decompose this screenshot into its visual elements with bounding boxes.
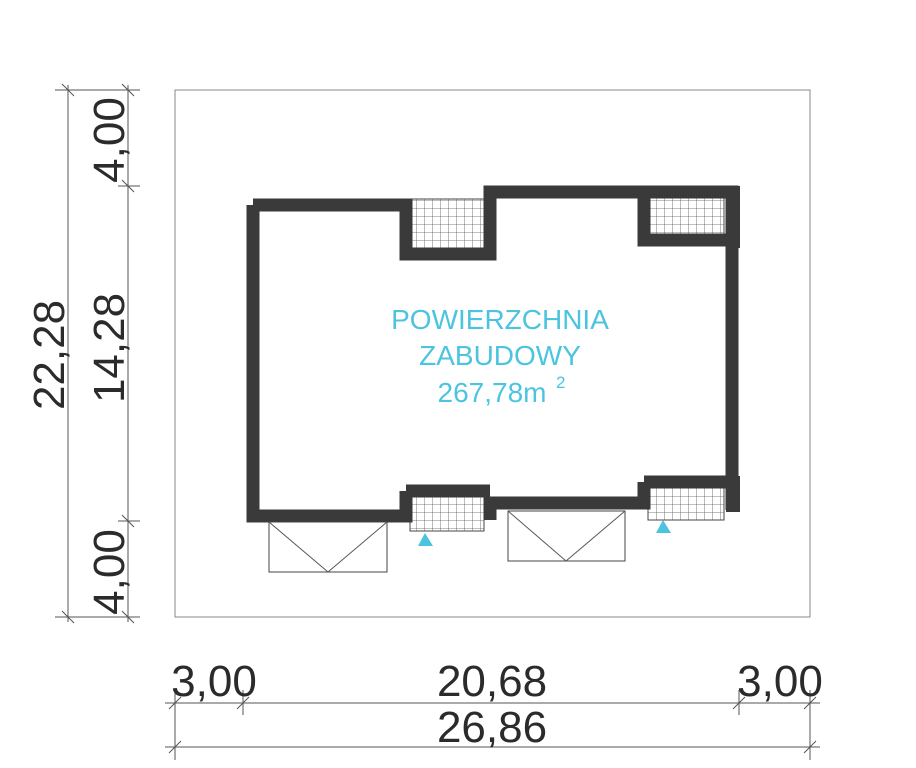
area-label-line1: POWIERZCHNIA (391, 304, 609, 335)
area-unit-superscript: 2 (556, 373, 565, 392)
vertical-dimension-lines (55, 83, 140, 624)
entrance-canopy-left (268, 521, 388, 573)
area-label-line2: ZABUDOWY (419, 340, 581, 371)
entrance-marker-right (656, 520, 671, 533)
entrance-canopy-right (507, 510, 626, 562)
wall-right-cap (726, 186, 740, 248)
wall-right-lower-cap (726, 476, 740, 512)
dimension-top-offset: 4,00 (85, 97, 134, 183)
dimension-right-offset: 3,00 (737, 657, 823, 706)
dimension-building-width: 20,68 (437, 657, 547, 706)
horizontal-dimension-lines (165, 690, 820, 760)
dimension-building-depth: 14,28 (85, 293, 134, 403)
plot-boundary (174, 89, 811, 618)
entrance-marker-left (418, 533, 433, 546)
dimension-total-height: 22,28 (25, 300, 74, 410)
area-value: 267,78m (438, 377, 547, 408)
terrace-bottom-right (647, 484, 725, 521)
dimension-bottom-offset: 4,00 (85, 529, 134, 615)
dimension-left-offset: 3,00 (171, 657, 257, 706)
terrace-bottom-middle (409, 495, 485, 532)
dimension-total-width: 26,86 (437, 703, 547, 752)
terrace-top-middle (409, 198, 486, 254)
building-outline (246, 185, 739, 523)
